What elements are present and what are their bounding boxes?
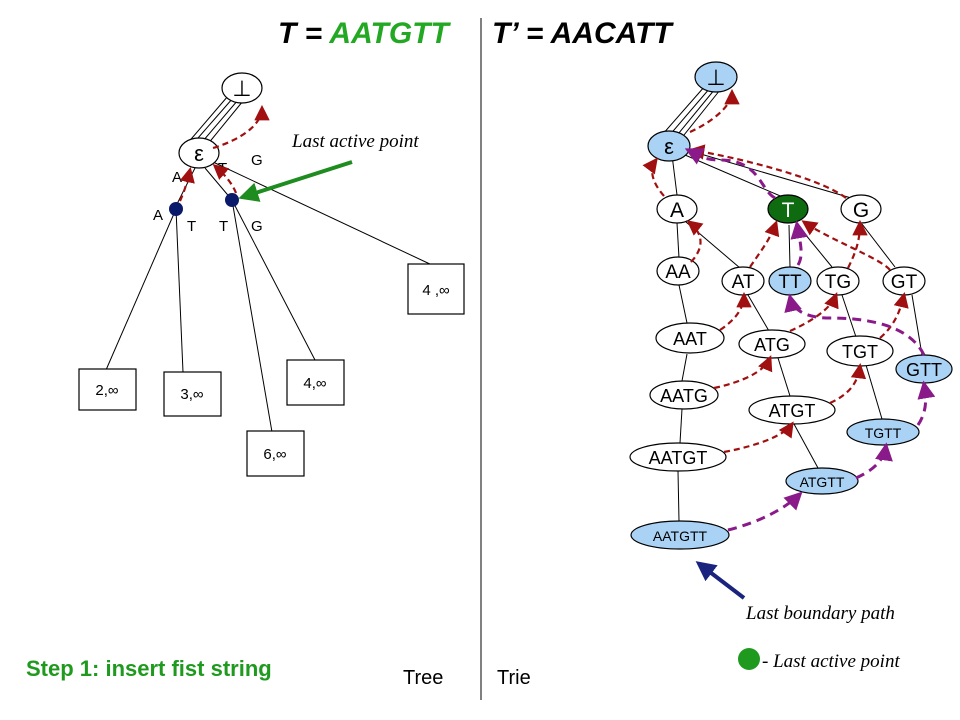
boundary-path-links	[684, 148, 936, 532]
suffix-tree: ⊥ ε A T G A T T G 2,∞ 3,∞ 6,∞ 4,∞	[78, 72, 465, 477]
tree-caption: Tree	[403, 667, 443, 689]
trie-edges	[671, 149, 923, 522]
legend-active-swatch	[738, 648, 760, 670]
tree-suffix-link	[179, 166, 195, 202]
tree-leaf: 4,∞	[286, 359, 345, 406]
trie-node: AATG	[649, 380, 719, 410]
tree-internal-node-t	[225, 193, 239, 207]
trie-node-label: TGT	[842, 342, 878, 362]
trie-bottom-node: ⊥	[694, 61, 738, 93]
trie-node-label: AATG	[660, 386, 708, 406]
trie-node-label: GT	[891, 272, 918, 293]
tree-edges	[105, 161, 433, 433]
trie-node-label: ATGTT	[800, 474, 845, 490]
trie-root-symbol: ε	[664, 134, 674, 159]
trie-suffix-links	[642, 88, 909, 454]
tree-edge-label: G	[251, 152, 263, 169]
trie-node-label: TT	[778, 272, 802, 293]
tree-edge-label: T	[187, 218, 196, 235]
trie-root-node: ε	[647, 130, 691, 162]
trie-node: ATGTT	[785, 467, 859, 495]
trie-node: TGT	[826, 335, 894, 367]
trie-caption: Trie	[497, 667, 531, 689]
tree-edge-label: G	[251, 218, 263, 235]
trie-node: GT	[882, 266, 926, 296]
trie-node-label: AA	[665, 262, 691, 283]
boundary-path-arrow	[695, 561, 746, 600]
trie-node: A	[656, 194, 698, 224]
last-boundary-path-label: Last boundary path	[745, 603, 895, 624]
trie-bottom-symbol: ⊥	[706, 65, 725, 90]
trie-node: G	[840, 194, 882, 224]
trie-node-label: TGTT	[865, 425, 902, 441]
trie-node: GTT	[895, 354, 953, 384]
trie-node: TGTT	[846, 418, 920, 446]
tree-root-node	[178, 137, 220, 169]
tree-edge-label: A	[153, 207, 163, 224]
trie-node: AAT	[655, 322, 725, 354]
trie-node: AATGTT	[630, 520, 730, 550]
tree-leaf-label: 4 ,∞	[422, 282, 450, 299]
tree-leaf-label: 3,∞	[180, 386, 204, 403]
tree-leaf: 6,∞	[246, 430, 305, 477]
trie-node-active: T	[767, 194, 809, 224]
trie-node-label: ATG	[754, 335, 790, 355]
trie-node-label: G	[853, 199, 869, 222]
tree-edge-label: A	[172, 169, 182, 186]
step-label: Step 1: insert fist string	[26, 656, 272, 681]
trie-node: TG	[816, 266, 860, 296]
trie-node-label: A	[670, 199, 684, 222]
trie-node: AA	[656, 256, 700, 286]
tree-bottom-symbol: ⊥	[232, 76, 251, 101]
tree-bottom-node	[221, 72, 263, 104]
trie-node: AT	[721, 266, 765, 296]
last-active-point-label: Last active point	[291, 131, 419, 152]
trie: ⊥ ε A T G AA AT TT	[629, 61, 953, 672]
trie-node: AATGT	[629, 442, 727, 472]
tree-leaf: 2,∞	[78, 368, 137, 411]
tree-leaf: 4 ,∞	[407, 263, 465, 315]
trie-node: ATGT	[748, 395, 836, 425]
tree-internal-node-a	[169, 202, 183, 216]
trie-bottom-edges	[661, 85, 721, 141]
trie-node-label: TG	[825, 272, 851, 293]
tree-leaf: 3,∞	[163, 371, 222, 417]
tree-leaf-label: 6,∞	[263, 446, 287, 463]
trie-node-label: GTT	[906, 360, 942, 380]
tree-leaf-label: 2,∞	[95, 382, 119, 399]
tree-title: T = AATGTT	[278, 17, 451, 50]
trie-node-label: AATGTT	[653, 528, 708, 544]
legend-label: - Last active point	[762, 651, 900, 672]
tree-edge-label: T	[219, 218, 228, 235]
trie-node: TT	[768, 266, 812, 296]
trie-node-label: AATGT	[649, 448, 708, 468]
trie-node-label: ATGT	[769, 401, 816, 421]
legend: - Last active point	[738, 648, 900, 672]
tree-root-symbol: ε	[194, 141, 204, 166]
trie-node: ATG	[738, 329, 806, 359]
trie-node-label: AT	[732, 272, 755, 293]
tree-suffix-link	[212, 163, 238, 194]
trie-node-label: T	[782, 199, 795, 222]
trie-node-label: AAT	[673, 329, 707, 349]
tree-suffix-link	[212, 104, 270, 150]
trie-title: T’ = AACATT	[492, 17, 674, 50]
active-point-arrow	[238, 160, 353, 202]
tree-leaf-label: 4,∞	[303, 375, 327, 392]
